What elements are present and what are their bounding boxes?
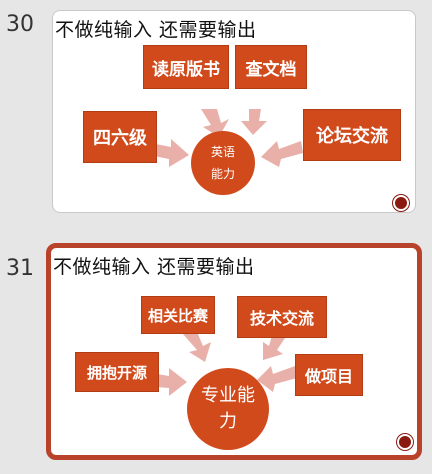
diagram-box: 论坛交流 [303, 109, 401, 161]
slide-indicator-icon [397, 434, 413, 450]
center-circle: 英语 能力 [191, 131, 255, 195]
center-circle: 专业能 力 [187, 368, 269, 450]
slide-number: 30 [6, 12, 34, 37]
arrow-shape [257, 366, 297, 392]
slide-title: 不做纯输入 还需要输出 [55, 19, 257, 41]
center-label-line1: 英语 [210, 145, 235, 159]
arrow-shape [261, 141, 303, 167]
diagram-box: 技术交流 [237, 296, 327, 338]
arrow-shape [263, 332, 285, 360]
center-label-line1: 专业能 [201, 385, 255, 406]
slide-indicator-icon [393, 195, 409, 211]
diagram-box: 拥抱开源 [75, 352, 159, 392]
slide-title: 不做纯输入 还需要输出 [53, 256, 255, 278]
diagram-box: 四六级 [83, 111, 157, 163]
diagram-arrows [143, 332, 297, 396]
arrow-shape [183, 332, 211, 362]
slide-thumbnail-31-selected[interactable]: 不做纯输入 还需要输出 相关比赛 技术交流 拥抱开源 做项目 专业能 力 [46, 243, 422, 460]
center-label-line2: 力 [219, 411, 237, 432]
slide-thumbnail-30[interactable]: 不做纯输入 还需要输出 读原版书 查文档 四六级 论坛交流 英语 能力 [52, 10, 416, 213]
diagram-box: 做项目 [295, 354, 363, 396]
arrow-shape [201, 109, 229, 137]
arrow-shape [149, 139, 189, 167]
diagram-box: 相关比赛 [141, 296, 215, 334]
slide-number: 31 [6, 256, 34, 281]
center-label-line2: 能力 [210, 167, 235, 181]
arrow-shape [241, 109, 267, 135]
diagram-arrows [149, 109, 303, 167]
diagram-box: 读原版书 [143, 45, 229, 89]
diagram-box: 查文档 [235, 45, 307, 89]
